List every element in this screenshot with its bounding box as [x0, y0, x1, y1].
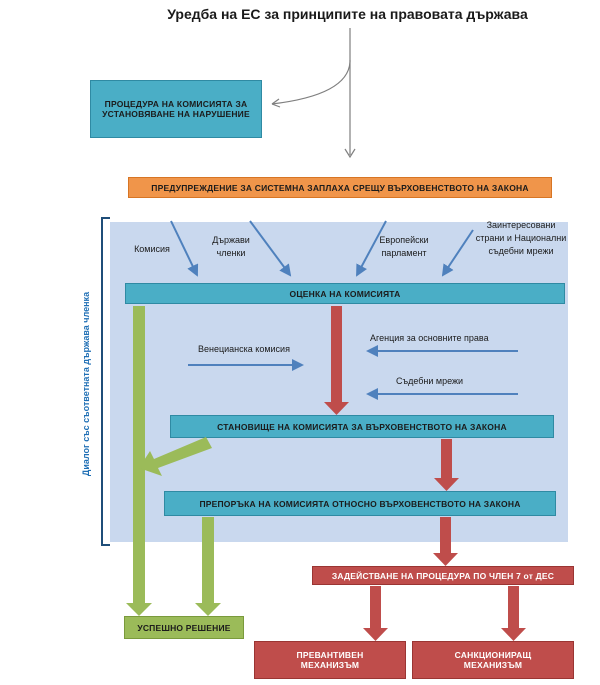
red-arrow-assessment-to-opinion — [324, 306, 349, 415]
assessment-box: ОЦЕНКА НА КОМИСИЯТА — [125, 283, 565, 304]
source-commission: Комисия — [134, 244, 170, 254]
red-arrow-opinion-to-recommendation — [434, 439, 459, 491]
green-arrow-assessment-to-success — [126, 306, 152, 616]
red-arrow-article7-to-sanctioning — [501, 586, 526, 641]
curved-arrowhead — [271, 98, 281, 108]
source-member-states: Държави членки — [212, 235, 250, 258]
diagram-title: Уредба на ЕС за принципите на правовата … — [167, 6, 528, 22]
source-stakeholders: Заинтересовани страни и Национални съдеб… — [475, 220, 567, 256]
venice-commission-label: Венецианска комисия — [198, 344, 290, 354]
warning-box: ПРЕДУПРЕЖДЕНИЕ ЗА СИСТЕМНА ЗАПЛАХА СРЕЩУ… — [128, 177, 552, 198]
source-parliament: Европейски парламент — [379, 235, 429, 258]
opinion-box: СТАНОВИЩЕ НА КОМИСИЯТА ЗА ВЪРХОВЕНСТВОТО… — [170, 415, 554, 438]
red-arrow-article7-to-preventive — [363, 586, 388, 641]
procedure-box: ПРОЦЕДУРА НА КОМИСИЯТА ЗА УСТАНОВЯВАНЕ Н… — [90, 80, 262, 138]
fundamental-rights-agency-label: Агенция за основните права — [370, 333, 489, 343]
green-arrow-opinion-to-side — [139, 437, 212, 476]
recommendation-box: ПРЕПОРЪКА НА КОМИСИЯТА ОТНОСНО ВЪРХОВЕНС… — [164, 491, 556, 516]
arrow-member-states — [249, 220, 292, 277]
arrow-commission — [170, 220, 199, 277]
arrow-stakeholders — [441, 229, 474, 277]
article7-box: ЗАДЕЙСТВАНЕ НА ПРОЦЕДУРА ПО ЧЛЕН 7 от ДЕ… — [312, 566, 574, 585]
sanctioning-box: САНКЦИОНИРАЩ МЕХАНИЗЪМ — [412, 641, 574, 679]
judicial-networks-label: Съдебни мрежи — [396, 376, 464, 386]
success-box: УСПЕШНО РЕШЕНИЕ — [124, 616, 244, 639]
red-arrow-recommendation-to-article7 — [433, 517, 458, 566]
arrow-parliament — [356, 220, 387, 277]
preventive-box: ПРЕВАНТИВЕН МЕХАНИЗЪМ — [254, 641, 406, 679]
green-arrow-recommendation-to-success — [195, 517, 221, 616]
down-arrowhead — [344, 148, 356, 159]
